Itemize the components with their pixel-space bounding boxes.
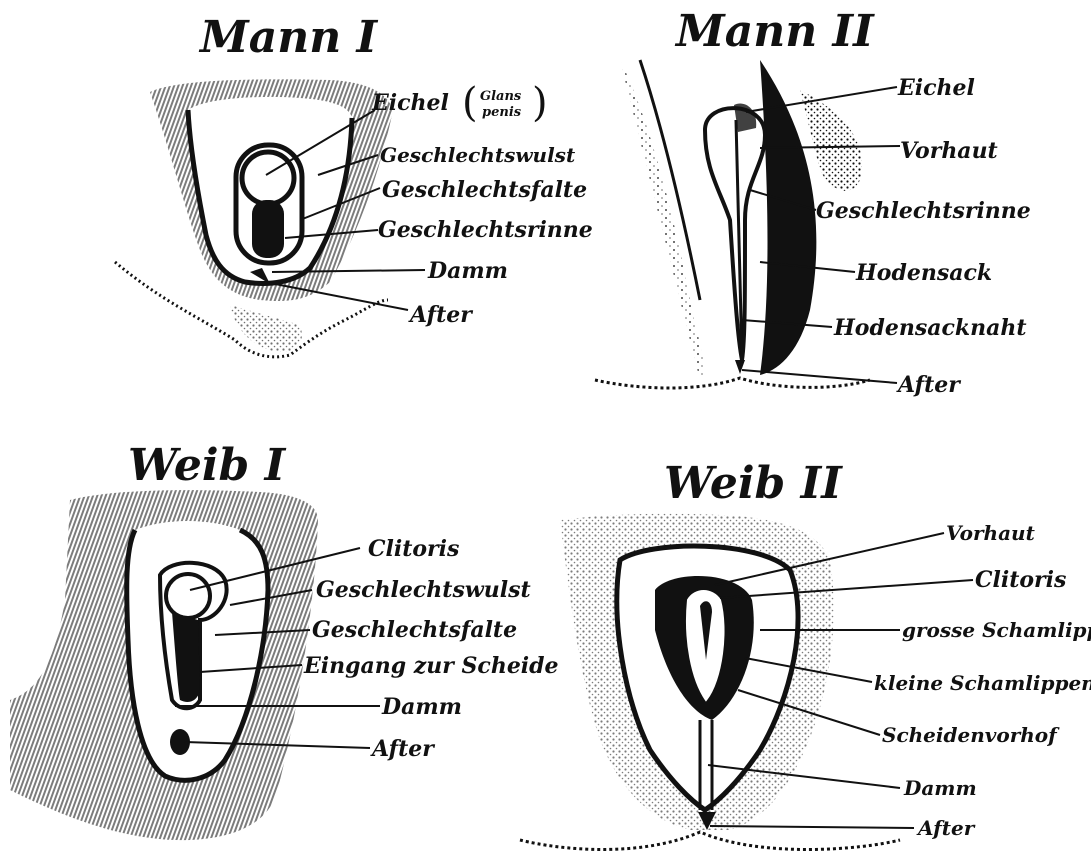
- label-rinne-m1: Geschlechtsrinne: [378, 217, 593, 243]
- label-clitoris-w1: Clitoris: [368, 536, 459, 562]
- label-grosse-w2: grosse Schamlippen: [902, 618, 1091, 642]
- label-eichel-m1: Eichel: [371, 90, 449, 116]
- label-after-w2: After: [916, 816, 976, 840]
- label-after-m1: After: [408, 302, 473, 328]
- panel-title-weib-2: Weib II: [664, 458, 843, 509]
- label-falte-m1: Geschlechtsfalte: [382, 177, 587, 203]
- label-vorhof-w2: Scheidenvorhof: [882, 723, 1060, 747]
- label-wulst-m1: Geschlechtswulst: [380, 143, 576, 167]
- figure-weib-1: [10, 490, 318, 840]
- label-damm-w1: Damm: [381, 694, 462, 720]
- label-naht-m2: Hodensacknaht: [833, 315, 1027, 341]
- label-damm-m1: Damm: [427, 258, 508, 284]
- label-eichel-m2: Eichel: [897, 75, 975, 101]
- label-after-w1: After: [370, 736, 435, 762]
- label-vorhaut-w2: Vorhaut: [946, 521, 1036, 545]
- panel-mann-2: Mann II Eichel Vorhaut Geschlechtsrinne …: [595, 6, 1031, 398]
- label-rinne-m2: Geschlechtsrinne: [816, 198, 1031, 224]
- panel-weib-1: Weib I Clitoris Geschlechtswulst Geschle…: [10, 440, 559, 840]
- figure-mann-2: [595, 60, 870, 388]
- panel-title-mann-2: Mann II: [674, 6, 875, 57]
- panel-title-weib-1: Weib I: [128, 440, 287, 491]
- label-vorhaut-m2: Vorhaut: [900, 138, 998, 164]
- label-wulst-w1: Geschlechtswulst: [316, 577, 531, 603]
- label-kleine-w2: kleine Schamlippen: [874, 671, 1091, 695]
- label-falte-w1: Geschlechtsfalte: [312, 617, 517, 643]
- label-eingang-w1: Eingang zur Scheide: [303, 653, 559, 679]
- label-penis-m1: penis: [482, 105, 522, 120]
- panel-title-mann-1: Mann I: [198, 12, 379, 63]
- panel-weib-2: Weib II Vorhaut Clitoris grosse Schamlip…: [520, 458, 1091, 850]
- paren-close-m1: ): [532, 80, 548, 126]
- label-damm-w2: Damm: [903, 776, 977, 800]
- paren-open-m1: (: [462, 80, 478, 126]
- panel-mann-1: Mann I Eichel ( Glans penis ) Geschlecht…: [115, 12, 593, 357]
- label-glans-m1: Glans: [480, 89, 522, 104]
- label-hodensack-m2: Hodensack: [855, 260, 992, 286]
- figure-mann-1: [115, 79, 392, 357]
- figure-weib-2: [520, 514, 900, 850]
- label-after-m2: After: [896, 372, 961, 398]
- label-clitoris-w2: Clitoris: [975, 567, 1066, 593]
